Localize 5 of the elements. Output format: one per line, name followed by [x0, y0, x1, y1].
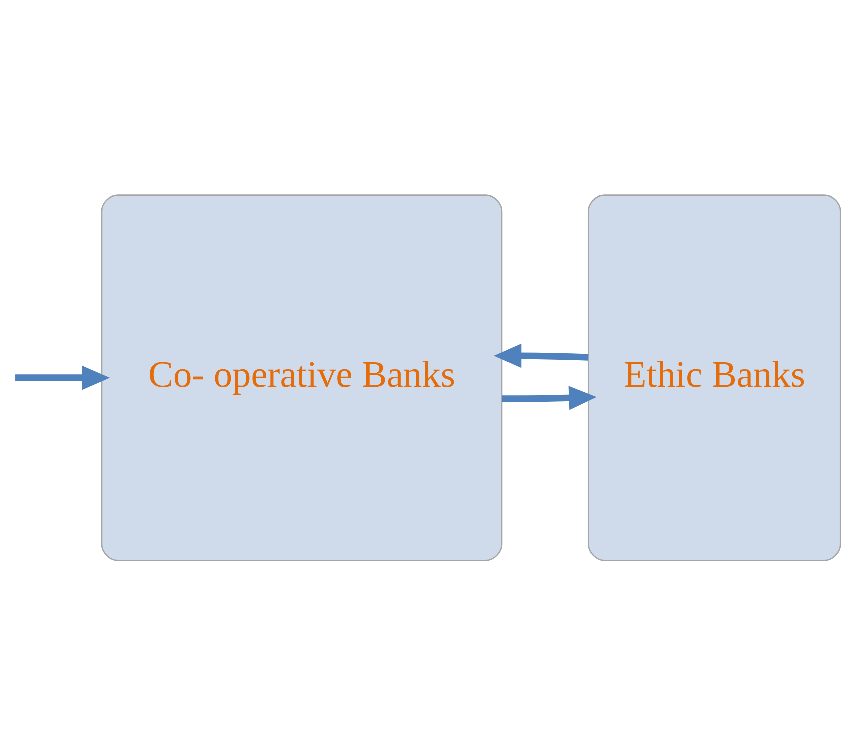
node-box: Co- operative Banks: [101, 194, 503, 561]
arrow: [502, 386, 597, 410]
node-box: Ethic Banks: [588, 194, 842, 561]
arrow: [16, 365, 110, 390]
arrow: [494, 343, 589, 368]
